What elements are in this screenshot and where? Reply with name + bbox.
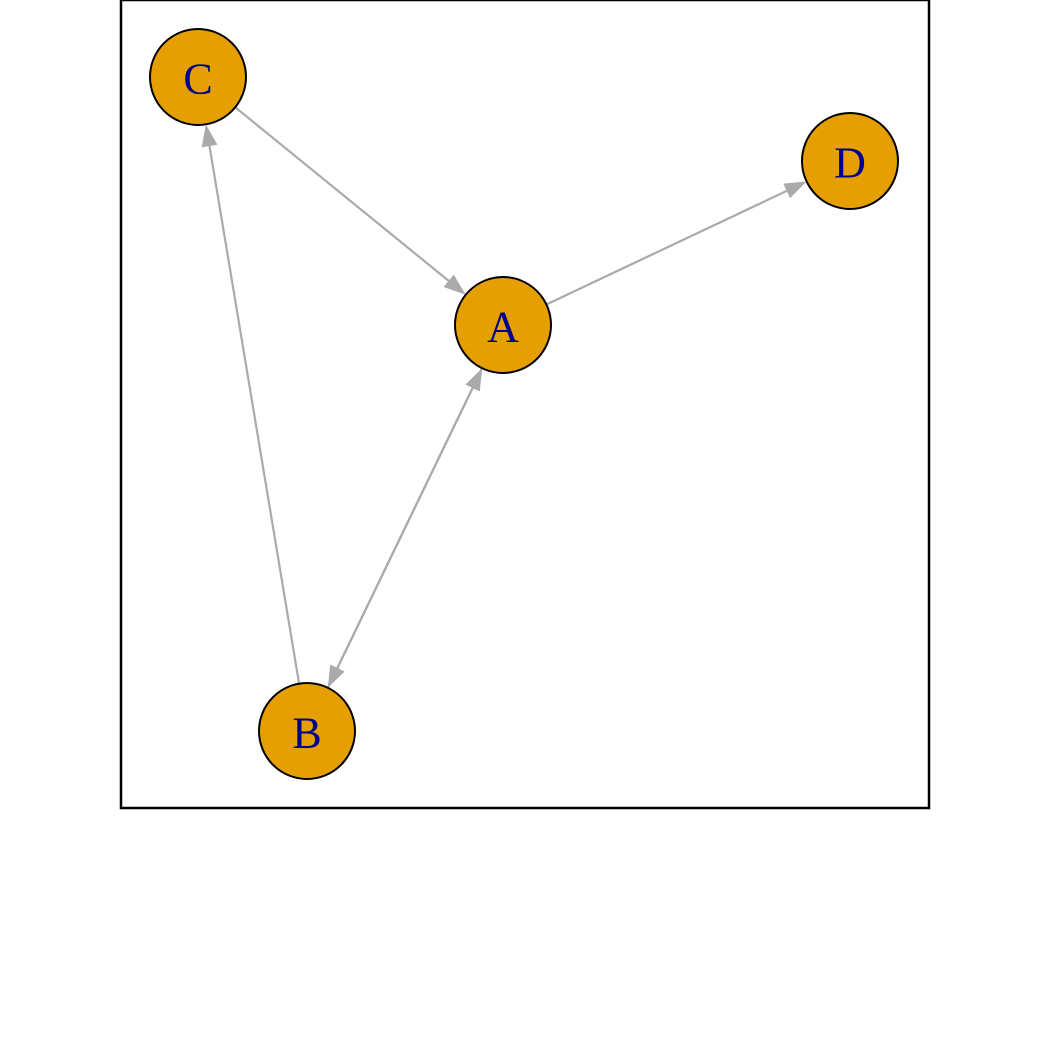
node-label-C: C [183,55,212,104]
arrowhead-B-to-A [465,368,483,392]
node-label-A: A [487,303,519,352]
edge-B-to-C [208,145,301,684]
plot-frame [119,0,931,810]
edge-C-to-A [234,106,450,282]
node-label-D: D [834,139,866,188]
node-circle-C [149,28,247,126]
node-A: A [454,276,552,374]
arrowhead-A-to-D [783,181,807,199]
node-circle-D [801,112,899,210]
edge-A-to-D [545,189,788,306]
nodes-layer: A B C D [149,28,899,780]
arrowhead-A-to-B [327,664,345,688]
node-C: C [149,28,247,126]
node-B: B [258,682,356,780]
arrowhead-C-to-A [443,274,466,295]
arrowhead-B-to-C [201,124,218,148]
edges-layer [201,106,807,689]
node-circle-A [454,276,552,374]
node-circle-B [258,682,356,780]
node-label-B: B [292,709,321,758]
edge-B-to-A [326,387,474,689]
node-D: D [801,112,899,210]
